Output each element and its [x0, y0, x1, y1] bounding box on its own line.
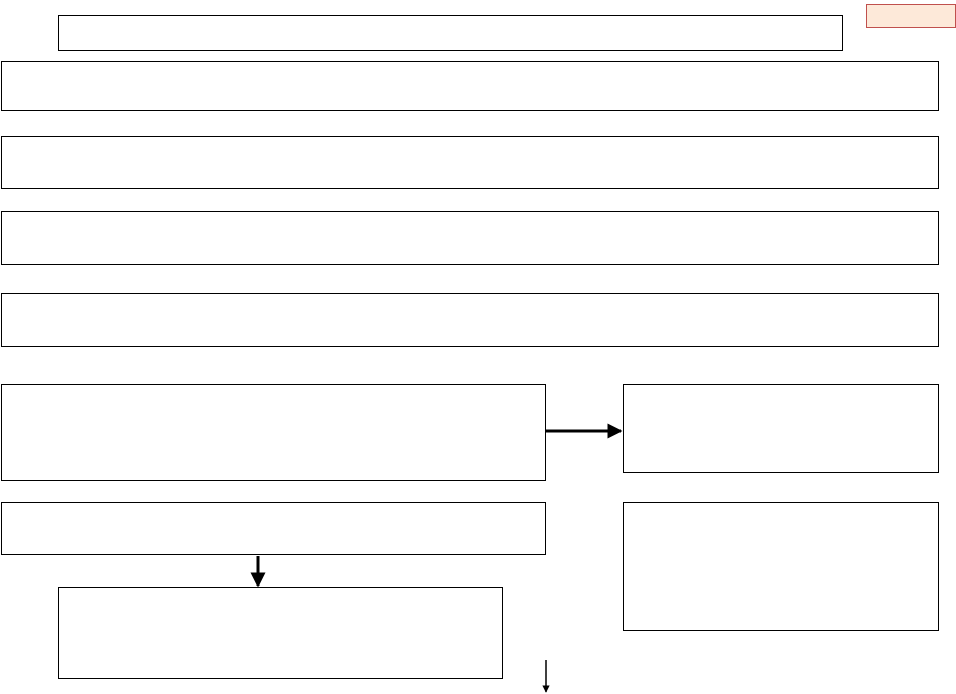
row-box-4 — [1, 293, 939, 347]
row-box-2 — [1, 136, 939, 189]
row-box-1 — [1, 61, 939, 111]
bottom-box — [58, 587, 503, 679]
left-upper-box — [1, 384, 546, 481]
right-upper-box — [623, 384, 939, 473]
row-box-3 — [1, 211, 939, 265]
title-box — [58, 15, 843, 51]
right-lower-box — [623, 502, 939, 631]
left-lower-box — [1, 502, 546, 555]
corner-tag — [866, 4, 956, 28]
